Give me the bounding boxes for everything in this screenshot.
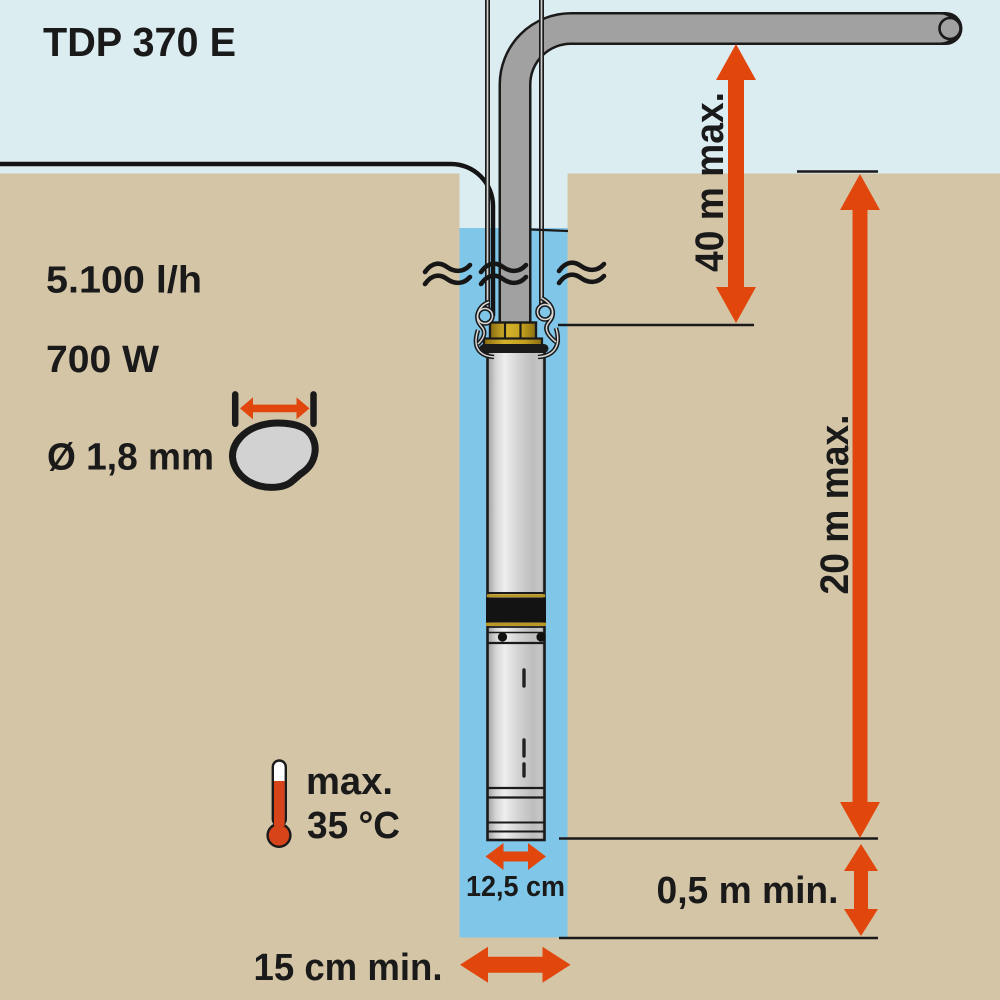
svg-text:max.: max. xyxy=(306,761,393,803)
svg-text:TDP 370 E: TDP 370 E xyxy=(43,19,236,65)
svg-text:15 cm min.: 15 cm min. xyxy=(254,947,443,989)
svg-text:35 °C: 35 °C xyxy=(307,805,400,847)
svg-text:0,5 m min.: 0,5 m min. xyxy=(657,870,839,912)
svg-text:40 m max.: 40 m max. xyxy=(688,92,732,272)
svg-text:12,5 cm: 12,5 cm xyxy=(466,871,565,903)
svg-text:Ø 1,8 mm: Ø 1,8 mm xyxy=(47,437,214,479)
svg-text:20 m max.: 20 m max. xyxy=(813,415,857,595)
svg-text:5.100 l/h: 5.100 l/h xyxy=(46,260,202,302)
svg-text:700 W: 700 W xyxy=(46,339,159,381)
